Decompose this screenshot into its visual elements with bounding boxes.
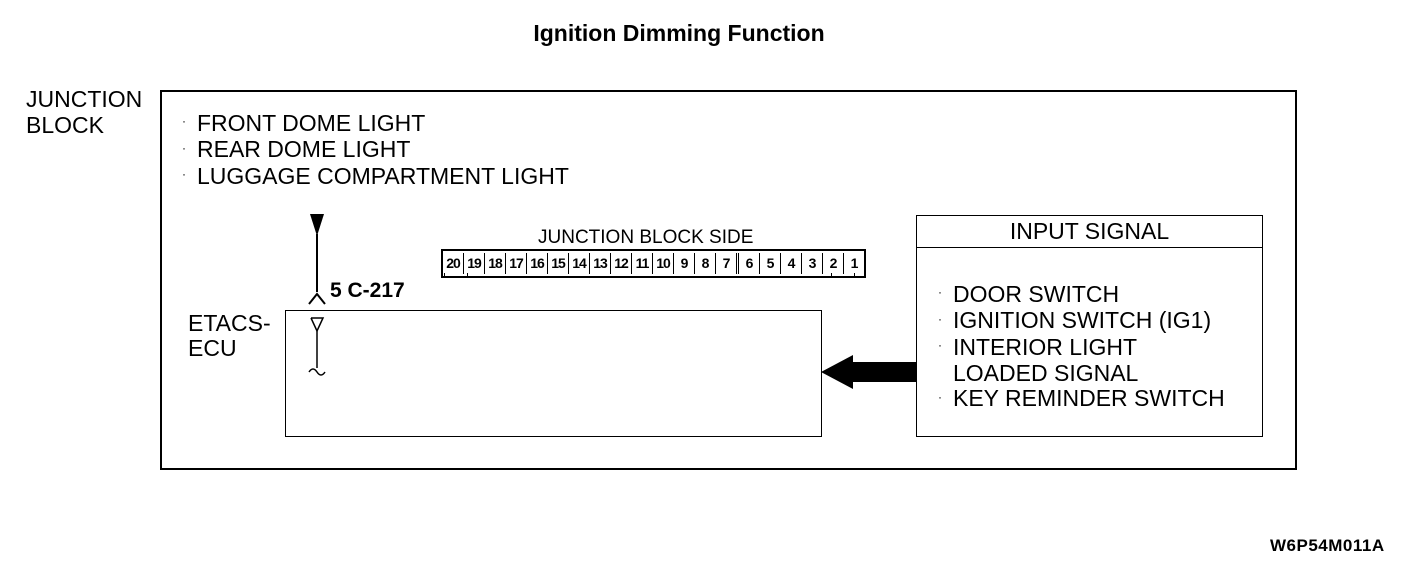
connector-pin: 14 <box>568 253 589 274</box>
input-item-ignition-switch: IGNITION SWITCH (IG1) <box>953 307 1212 334</box>
etacs-ecu-box <box>285 310 822 437</box>
bullet-icon: · <box>938 389 942 404</box>
connector-side-label: JUNCTION BLOCK SIDE <box>538 227 754 248</box>
input-item-interior-light: INTERIOR LIGHT <box>953 333 1138 360</box>
connector-pin: 1 <box>843 253 864 274</box>
connector-pin: 20 <box>446 255 461 271</box>
connector-pin: 5 <box>759 253 780 274</box>
junction-block-label-line1: JUNCTION <box>26 86 143 112</box>
list-item: · INTERIOR LIGHT <box>938 333 1225 361</box>
connector-pin: 15 <box>547 253 568 274</box>
bullet-icon: · <box>938 311 942 326</box>
input-signal-list: · DOOR SWITCH · IGNITION SWITCH (IG1) · INT… <box>938 282 1225 413</box>
list-item: · REAR DOME LIGHT <box>182 137 569 163</box>
list-item: · KEY REMINDER SWITCH <box>938 386 1225 412</box>
list-item: · FRONT DOME LIGHT <box>182 111 569 137</box>
connector-tab-left <box>444 273 468 278</box>
input-signal-box: INPUT SIGNAL <box>916 215 1263 437</box>
input-item-door-switch: DOOR SWITCH <box>953 281 1120 307</box>
junction-block-box <box>160 90 1297 470</box>
connector-pin: 16 <box>526 253 547 274</box>
light-list: · FRONT DOME LIGHT · REAR DOME LIGHT · LUGG… <box>182 111 569 190</box>
etacs-ecu-label-line1: ETACS- <box>188 310 271 336</box>
bullet-icon: · <box>182 140 186 155</box>
connector-tab-right <box>831 273 855 278</box>
bullet-icon: · <box>182 114 186 129</box>
connector-pin: 8 <box>694 253 715 274</box>
list-item: · DOOR SWITCH <box>938 282 1225 308</box>
connector-pin: 6 <box>736 253 759 274</box>
connector-pin: 11 <box>631 253 652 274</box>
light-item-front-dome: FRONT DOME LIGHT <box>197 110 426 136</box>
connector-pin: 9 <box>673 253 694 274</box>
connector-pin: 7 <box>715 253 736 274</box>
connector-pin: 19 <box>463 253 484 274</box>
diagram-title: Ignition Dimming Function <box>533 20 825 46</box>
bullet-icon: · <box>938 338 942 353</box>
input-item-loaded-signal: LOADED SIGNAL <box>953 360 1139 387</box>
junction-block-label: JUNCTION BLOCK <box>26 86 166 138</box>
pin-label: 5 C-217 <box>330 279 405 302</box>
light-item-luggage: LUGGAGE COMPARTMENT LIGHT <box>197 162 569 189</box>
junction-block-label-line2: BLOCK <box>26 112 104 138</box>
bullet-icon: · <box>182 167 186 182</box>
list-item: · LUGGAGE COMPARTMENT LIGHT <box>182 162 569 190</box>
etacs-ecu-label-line2: ECU <box>188 335 237 361</box>
connector-pin: 4 <box>780 253 801 274</box>
connector-pin: 18 <box>484 253 505 274</box>
list-item-continuation: LOADED SIGNAL <box>938 361 1225 386</box>
connector-pin: 3 <box>801 253 822 274</box>
etacs-ecu-label: ETACS- ECU <box>188 311 298 361</box>
connector-pin: 12 <box>610 253 631 274</box>
input-item-key-reminder: KEY REMINDER SWITCH <box>953 385 1225 412</box>
connector-pin: 13 <box>589 253 610 274</box>
bullet-icon: · <box>938 285 942 300</box>
list-item: · IGNITION SWITCH (IG1) <box>938 308 1225 334</box>
connector-pin: 17 <box>505 253 526 274</box>
reference-code: W6P54M011A <box>1270 536 1385 555</box>
light-item-rear-dome: REAR DOME LIGHT <box>197 136 411 163</box>
connector-pin: 2 <box>822 253 843 274</box>
input-signal-header: INPUT SIGNAL <box>917 216 1262 248</box>
connector-pin: 10 <box>652 253 673 274</box>
